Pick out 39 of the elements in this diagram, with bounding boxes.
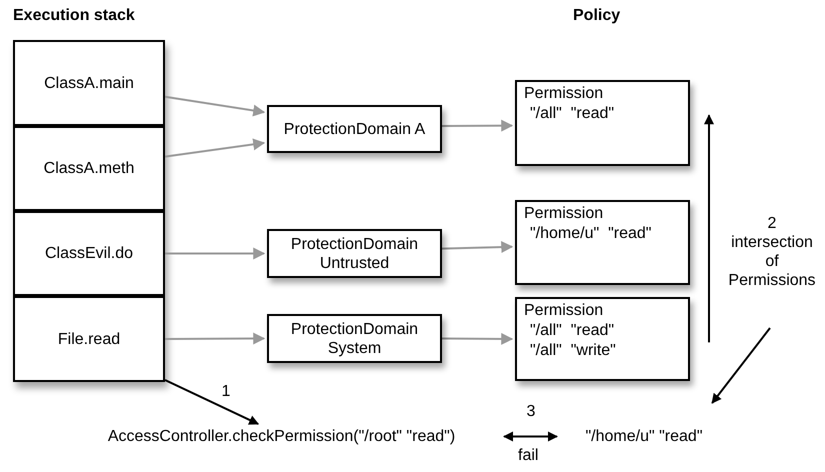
node-label: "/home/u" "read" bbox=[586, 427, 702, 446]
node-label: AccessController.checkPermission("/root" "read") bbox=[108, 427, 456, 446]
node-label: ClassA.main bbox=[44, 74, 134, 92]
stack-frame-box bbox=[13, 126, 165, 211]
column-heading: Policy bbox=[573, 7, 620, 25]
permission-entry: "/all" "write" bbox=[529, 341, 617, 361]
permission-entry: "/all" "read" bbox=[529, 104, 616, 124]
arrow bbox=[164, 96, 266, 116]
arrow bbox=[442, 241, 514, 254]
permission-box bbox=[515, 297, 690, 381]
protection-domain-box bbox=[267, 229, 442, 278]
permission-title: Permission bbox=[524, 84, 604, 104]
permission-title: Permission bbox=[524, 301, 604, 321]
node-label: ProtectionDomain System bbox=[290, 320, 420, 358]
arrow bbox=[165, 332, 266, 345]
arrow bbox=[164, 138, 266, 158]
stack-frame-box bbox=[13, 40, 165, 126]
stack-frame-box bbox=[13, 211, 165, 296]
permission-box bbox=[515, 200, 690, 285]
node-label: ClassEvil.do bbox=[44, 244, 134, 263]
arrow bbox=[165, 248, 266, 260]
stack-frame-box bbox=[13, 296, 165, 382]
node-label: ProtectionDomain Untrusted bbox=[290, 234, 420, 272]
node-label: ClassA.meth bbox=[44, 159, 134, 178]
protection-domain-box bbox=[267, 314, 442, 363]
double-arrow bbox=[503, 432, 558, 442]
node-label: ProtectionDomain A bbox=[284, 120, 426, 138]
arrow bbox=[164, 379, 260, 425]
node-label: File.read bbox=[58, 330, 120, 348]
permission-title: Permission bbox=[524, 204, 604, 224]
permission-entry: "/all" "read" bbox=[529, 321, 616, 341]
arrow bbox=[442, 120, 514, 132]
arrow bbox=[711, 327, 771, 404]
permission-entry: "/home/u" "read" bbox=[529, 224, 652, 244]
protection-domain-box bbox=[267, 105, 442, 153]
column-heading: Execution stack bbox=[13, 7, 135, 25]
arrow bbox=[442, 332, 514, 345]
permission-box bbox=[515, 80, 690, 166]
arrow bbox=[704, 114, 714, 342]
